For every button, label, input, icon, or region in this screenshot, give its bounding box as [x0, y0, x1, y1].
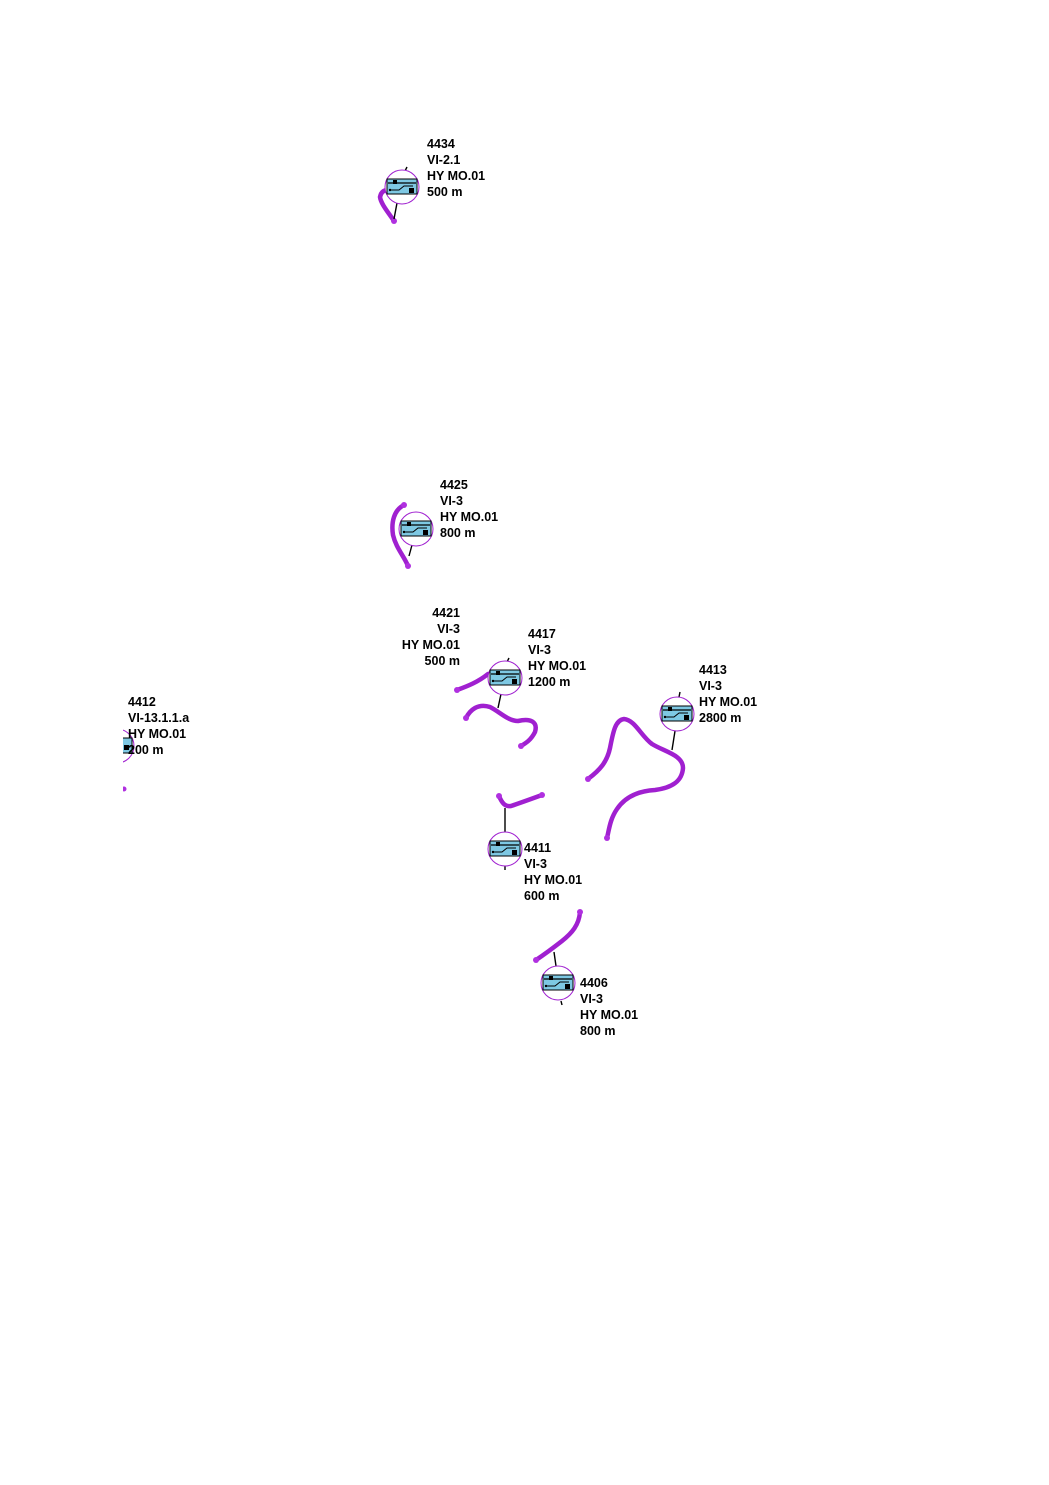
leader-line [678, 691, 681, 698]
route-node [604, 835, 610, 841]
station-type: HY MO.01 [401, 638, 460, 652]
station-4413[interactable] [585, 691, 695, 841]
station-code: VI-3 [440, 494, 463, 508]
hydro-station-icon[interactable] [487, 660, 523, 696]
hydro-station-icon[interactable] [398, 511, 434, 547]
station-code: VI-3 [437, 622, 460, 636]
route-4434 [377, 187, 397, 224]
station-code: VI-3 [528, 643, 551, 657]
leader-line [393, 202, 398, 220]
station-label-4413: 4413 VI-3 HY MO.01 2800 m [699, 662, 757, 726]
route-4406 [533, 909, 583, 963]
route-node [577, 909, 583, 915]
station-label-4406: 4406 VI-3 HY MO.01 800 m [580, 975, 638, 1039]
route-node [518, 743, 524, 749]
route-4411 [496, 792, 545, 809]
station-code: VI-3 [580, 992, 603, 1006]
station-length: 500 m [427, 185, 463, 199]
station-type: HY MO.01 [427, 169, 486, 183]
route-4413 [585, 716, 686, 841]
route-4425 [390, 502, 411, 569]
station-id: 4421 [432, 606, 460, 620]
route-4421 [454, 671, 491, 693]
station-id: 4417 [528, 627, 556, 641]
leader-line [408, 544, 413, 557]
station-length: 600 m [524, 889, 560, 903]
station-code: VI-3 [524, 857, 547, 871]
station-length: 800 m [440, 526, 476, 540]
station-label-4412: 4412 VI-13.1.1.a HY MO.01 200 m [128, 694, 189, 758]
route-node [405, 563, 411, 569]
station-4425[interactable] [390, 502, 434, 569]
route-node [401, 502, 407, 508]
route-node [496, 793, 502, 799]
route-node [391, 218, 397, 224]
station-4406[interactable] [533, 909, 583, 1006]
station-4412[interactable] [0, 600, 135, 820]
station-length: 800 m [580, 1024, 616, 1038]
route-4417 [463, 703, 538, 749]
station-type: HY MO.01 [580, 1008, 639, 1022]
hydro-station-icon[interactable] [487, 831, 523, 867]
station-type: HY MO.01 [528, 659, 587, 673]
station-length: 2800 m [699, 711, 742, 725]
station-label-4411: 4411 VI-3 HY MO.01 600 m [524, 840, 582, 904]
leader-line [671, 730, 676, 751]
station-4434[interactable] [377, 166, 420, 224]
route-node [539, 792, 545, 798]
station-id: 4406 [580, 976, 608, 990]
station-code: VI-3 [699, 679, 722, 693]
hydro-station-icon[interactable] [540, 965, 576, 1001]
station-type: HY MO.01 [699, 695, 758, 709]
station-4411[interactable] [487, 792, 545, 870]
route-node [463, 715, 469, 721]
station-label-4417: 4417 VI-3 HY MO.01 1200 m [528, 626, 586, 690]
station-length: 200 m [128, 743, 164, 757]
station-code: VI-2.1 [427, 153, 461, 167]
station-4417[interactable] [454, 657, 538, 749]
hydro-station-icon[interactable] [659, 696, 695, 732]
leader-line [497, 693, 502, 709]
station-length: 1200 m [528, 675, 571, 689]
station-code: VI-13.1.1.a [128, 711, 190, 725]
station-id: 4412 [128, 695, 156, 709]
station-label-4434: 4434 VI-2.1 HY MO.01 500 m [427, 136, 485, 200]
station-label-4421: 4421 VI-3 HY MO.01 500 m [390, 605, 460, 669]
station-id: 4425 [440, 478, 468, 492]
hydro-station-icon[interactable] [384, 169, 420, 205]
station-id: 4434 [427, 137, 455, 151]
route-node [454, 687, 460, 693]
leader-line [553, 951, 557, 967]
route-node [533, 957, 539, 963]
station-type: HY MO.01 [440, 510, 499, 524]
station-label-4425: 4425 VI-3 HY MO.01 800 m [440, 477, 498, 541]
route-node [585, 776, 591, 782]
station-id: 4411 [524, 841, 552, 855]
station-type: HY MO.01 [524, 873, 583, 887]
station-length: 500 m [424, 654, 460, 668]
station-id: 4413 [699, 663, 727, 677]
station-type: HY MO.01 [128, 727, 187, 741]
leader-line [560, 1000, 563, 1006]
